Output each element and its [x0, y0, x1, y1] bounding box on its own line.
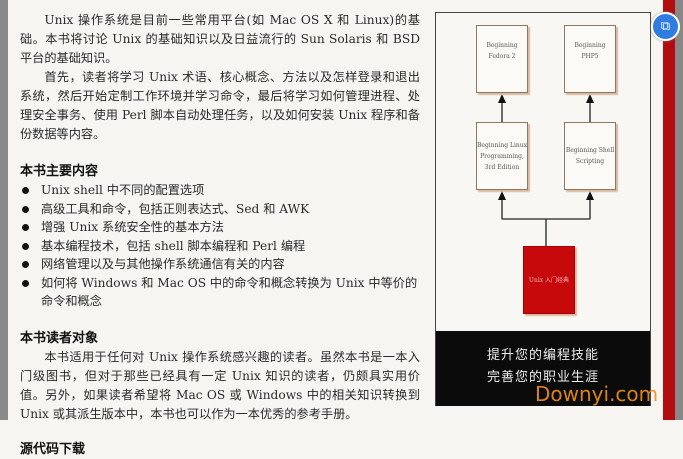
contents-heading: 本书主要内容 [20, 164, 99, 179]
book-unix: Unix 入门经典 [523, 246, 575, 314]
book-linux-programming: Beginning Linux Programming, 3rd Edition [476, 122, 528, 190]
intro-paragraph-2: 首先，读者将学习 Unix 术语、核心概念、方法以及怎样登录和退出系统，然后开始… [20, 70, 420, 141]
intro-paragraph-1: Unix 操作系统是目前一些常用平台(如 Mac OS X 和 Linux)的基… [20, 13, 420, 65]
left-edge [0, 0, 8, 420]
bullet-icon [22, 261, 29, 268]
list-item: Unix shell 中不同的配置选项 [20, 181, 420, 200]
bullet-icon [22, 279, 29, 287]
list-item: 增强 Unix 系统安全性的基本方法 [20, 218, 420, 237]
page-edge-red [663, 0, 675, 420]
screen-share-button[interactable]: ⧉ [651, 12, 680, 41]
list-item: 网络管理以及与其他操作系统通信有关的内容 [20, 255, 420, 274]
slogan-line: 提升您的编程技能 [486, 348, 599, 363]
bullet-icon [22, 224, 29, 231]
slogan-band: 提升您的编程技能 完善您的职业生涯 [436, 331, 650, 406]
audience-heading: 本书读者对象 [20, 330, 99, 346]
book-shell-scripting: Beginning Shell Scripting [564, 122, 616, 190]
list-item: 高级工具和命令，包括正则表达式、Sed 和 AWK [20, 200, 420, 219]
book-php5: Beginning PHP5 [564, 25, 616, 93]
watermark: Downyi.com [535, 382, 659, 406]
contents-list: Unix shell 中不同的配置选项 高级工具和命令，包括正则表达式、Sed … [20, 181, 420, 311]
bullet-icon [22, 242, 29, 250]
book-fedora: Beginning Fedora 2 [476, 25, 528, 93]
source-download-heading: 源代码下载 [20, 441, 86, 457]
scrollbar[interactable] [675, 0, 683, 420]
bullet-icon [22, 205, 29, 213]
page-text: Unix 操作系统是目前一些常用平台(如 Mac OS X 和 Linux)的基… [20, 11, 420, 459]
audience-paragraph: 本书适用于任何对 Unix 操作系统感兴趣的读者。虽然本书是一本入门级图书，但对… [20, 349, 420, 421]
list-item: 基本编程技术，包括 shell 脚本编程和 Perl 编程 [20, 237, 420, 256]
book-roadmap-diagram: Beginning Fedora 2 Beginning PHP5 Beginn… [435, 12, 651, 406]
bullet-icon [22, 187, 29, 194]
screen-share-icon: ⧉ [660, 19, 671, 34]
list-item: 如何将 Windows 和 Mac OS 中的命令和概念转换为 Unix 中等价… [20, 274, 420, 311]
slogan-line: 完善您的职业生涯 [486, 370, 599, 385]
connector-arrows [498, 94, 594, 246]
